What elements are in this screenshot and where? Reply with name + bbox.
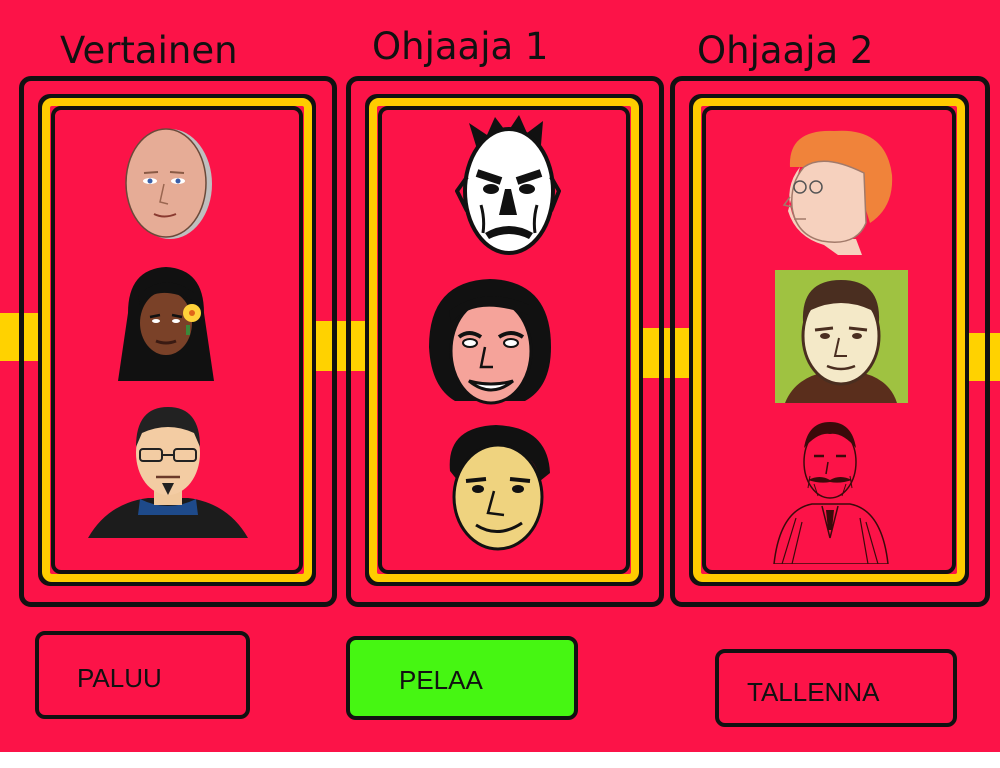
column-title-peer: Vertainen [60, 29, 238, 72]
mustached-man-engraving-portrait[interactable] [772, 418, 890, 564]
play-button-label: PELAA [399, 665, 483, 695]
save-button[interactable]: TALLENNA [715, 649, 957, 727]
save-button-label: TALLENNA [747, 677, 880, 707]
woman-with-flower-portrait[interactable] [116, 265, 216, 383]
column-title-guide-2: Ohjaaja 2 [697, 29, 874, 72]
back-button-label: PALUU [77, 663, 162, 693]
play-button[interactable]: PELAA [346, 636, 578, 720]
panel-guide-1 [346, 76, 664, 607]
game-stage: Vertainen Ohjaaja 1 Ohjaaja 2 [0, 0, 1000, 752]
bald-man-portrait[interactable] [120, 126, 216, 244]
man-with-glasses-portrait[interactable] [88, 403, 248, 538]
panel-peer [19, 76, 337, 607]
back-button[interactable]: PALUU [35, 631, 250, 719]
old-woman-portrait[interactable] [778, 127, 894, 255]
retro-woman-portrait[interactable] [425, 277, 555, 410]
panel-guide-2 [670, 76, 990, 607]
grumpy-old-man-portrait[interactable] [455, 115, 561, 258]
smiling-man-portrait[interactable] [440, 421, 554, 553]
column-title-guide-1: Ohjaaja 1 [372, 25, 549, 68]
man-green-background-portrait[interactable] [775, 270, 908, 403]
